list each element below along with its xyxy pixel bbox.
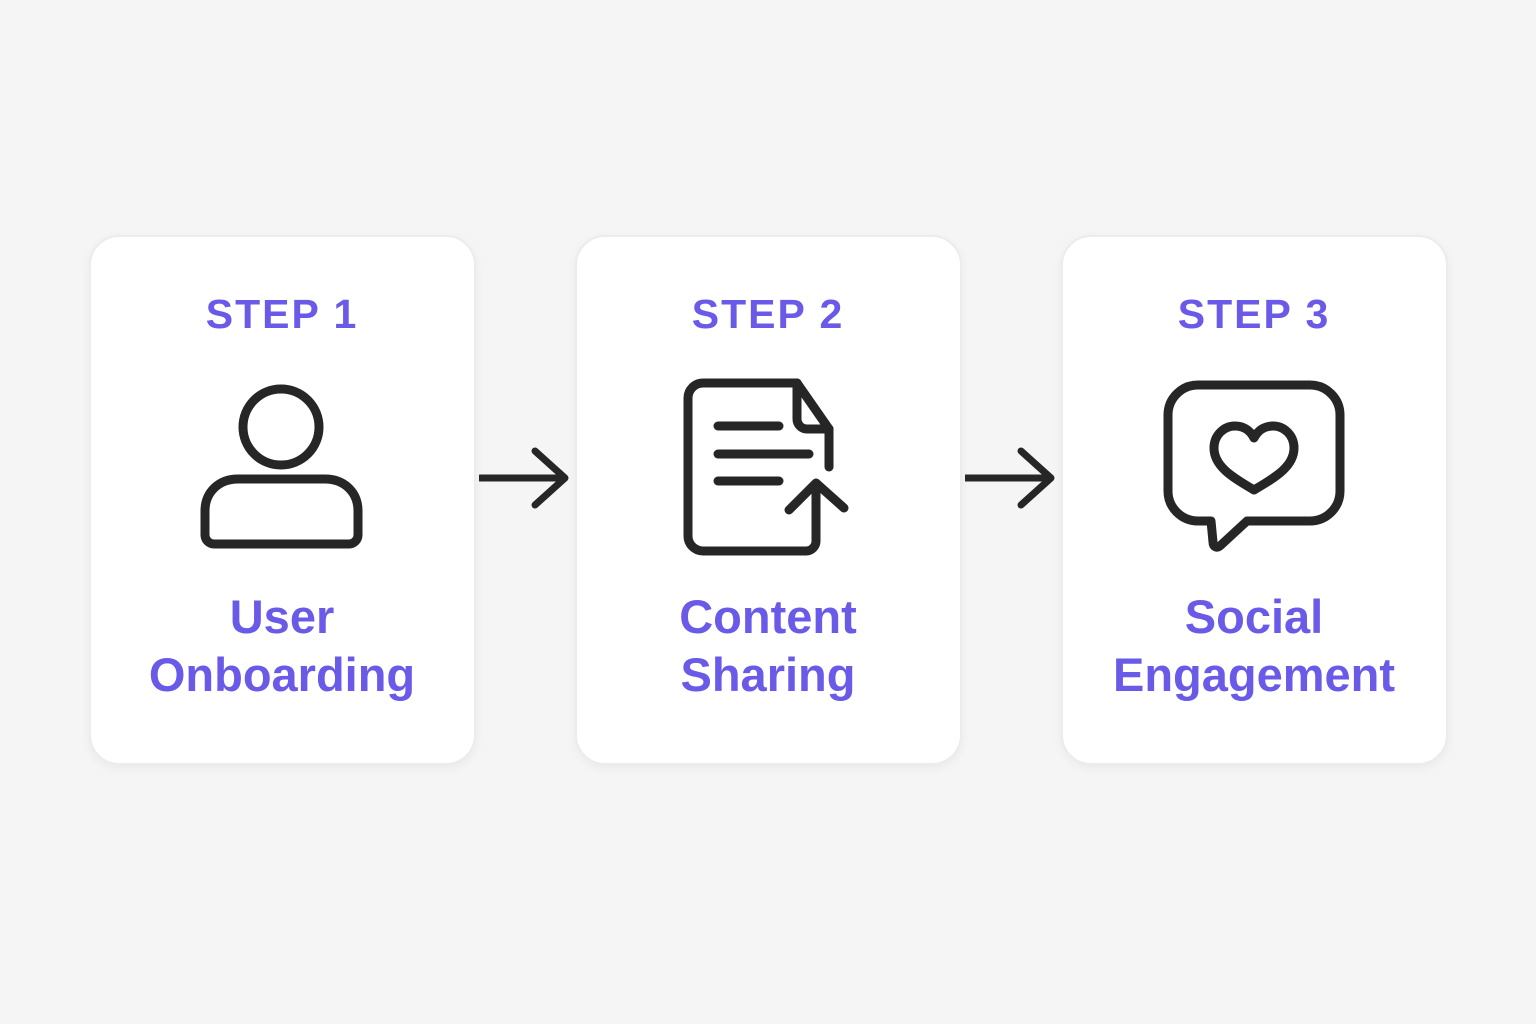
step-number-label: STEP 3 [1177, 291, 1331, 337]
step-title-line: Content [679, 590, 857, 643]
step-icon-container [1163, 376, 1345, 558]
flow-connector [962, 446, 1061, 510]
step-title: Social Engagement [1113, 588, 1395, 704]
arrow-right-icon [479, 447, 569, 509]
flow-connector [476, 446, 575, 510]
user-icon [200, 384, 363, 549]
step-card-content-sharing: STEP 2 Content Sharing [574, 235, 962, 765]
step-title-line: User [229, 590, 335, 643]
arrow-right-icon [965, 447, 1055, 509]
step-number-label: STEP 1 [205, 291, 359, 337]
step-title: User Onboarding [149, 588, 415, 704]
step-card-user-onboarding: STEP 1 User Onboarding [88, 235, 476, 765]
step-title-line: Engagement [1112, 648, 1396, 701]
step-icon-container [200, 376, 364, 558]
step-title: Content Sharing [679, 588, 857, 704]
step-title-line: Social [1184, 590, 1324, 643]
chat-heart-icon [1163, 380, 1345, 552]
step-icon-container [682, 376, 854, 558]
step-number-label: STEP 2 [691, 291, 845, 337]
onboarding-flow-diagram: STEP 1 User Onboarding STEP 2 [88, 235, 1448, 765]
step-title-line: Onboarding [148, 648, 416, 701]
document-share-icon [683, 378, 849, 556]
step-title-line: Sharing [680, 648, 856, 701]
step-card-social-engagement: STEP 3 Social Engagement [1060, 235, 1448, 765]
